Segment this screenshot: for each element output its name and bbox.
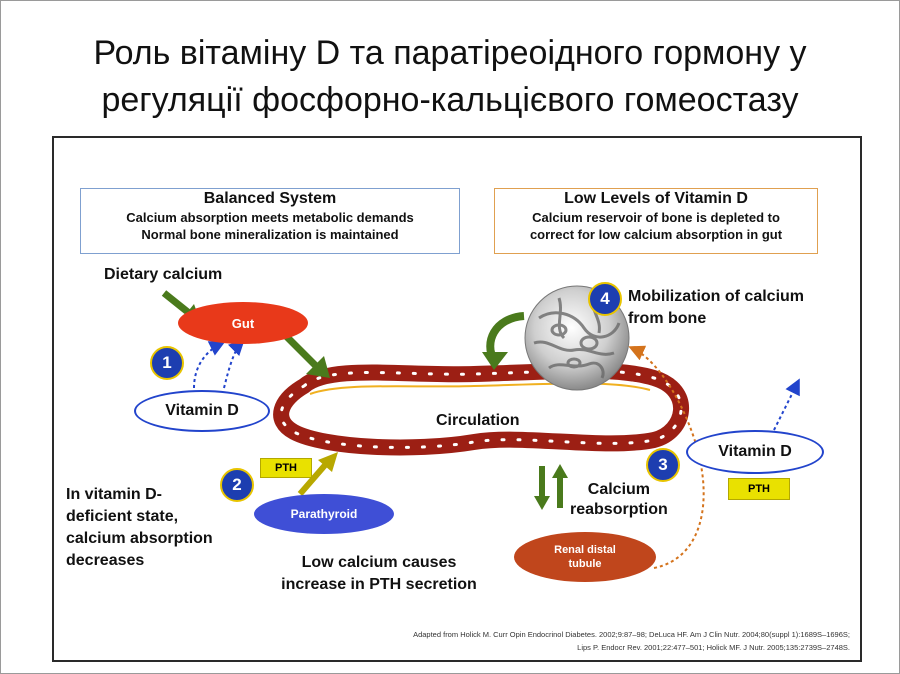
deficient-line-1: In vitamin D-	[66, 486, 163, 503]
bone-return-arrowhead	[482, 352, 508, 370]
parathyroid-label: Parathyroid	[290, 507, 358, 521]
low-vitamin-d-heading: Low Levels of Vitamin D	[564, 190, 748, 207]
slide-title-line-2: регуляції фосфорно-кальцієвого гомеостаз…	[101, 81, 799, 119]
low-vitamin-d-line-2: correct for low calcium absorption in gu…	[529, 227, 783, 242]
balanced-system-line-2: Normal bone mineralization is maintained	[141, 227, 399, 242]
pth-arrowhead	[318, 452, 338, 472]
balanced-system-line-1: Calcium absorption meets metabolic deman…	[126, 210, 414, 225]
circulation-label: Circulation	[436, 412, 520, 429]
step-2-badge: 2	[220, 468, 254, 502]
vitd-to-gut-dotted-1	[193, 341, 226, 389]
step-4-badge: 4	[588, 282, 622, 316]
mobilization-line-2: from bone	[628, 310, 707, 327]
pth-right-label: PTH	[728, 478, 790, 500]
slide-title: Роль вітаміну D та паратіреоідного гормо…	[0, 30, 900, 124]
circulation-ring-glow	[309, 382, 651, 395]
calcium-reabsorption-label: Calcium reabsorption	[570, 480, 668, 520]
low-calcium-label: Low calcium causes increase in PTH secre…	[256, 552, 502, 596]
low-vitamin-d-line-1: Calcium reservoir of bone is depleted to	[532, 210, 780, 225]
slide-title-line-1: Роль вітаміну D та паратіреоідного гормо…	[93, 34, 807, 72]
deficient-line-2: deficient state,	[66, 508, 179, 525]
deficient-line-4: decreases	[66, 552, 145, 569]
dietary-to-gut-arrow	[161, 290, 192, 316]
deficient-state-label: In vitamin D- deficient state, calcium a…	[66, 484, 213, 572]
reabs-up-arrowhead	[552, 464, 568, 478]
vitamin-d-left-ellipse: Vitamin D	[134, 390, 270, 432]
vitamin-d-right-label: Vitamin D	[718, 443, 792, 460]
low-calcium-line-2: increase in PTH secretion	[281, 576, 477, 593]
pth-arrow	[297, 462, 329, 496]
renal-line-2: tubule	[568, 558, 602, 570]
citation-line-1: Adapted from Holick M. Curr Opin Endocri…	[413, 630, 850, 639]
balanced-system-box: Balanced System Calcium absorption meets…	[80, 188, 460, 254]
step-1-badge: 1	[150, 346, 184, 380]
mobilization-label: Mobilization of calcium from bone	[628, 286, 804, 330]
reabs-down-arrowhead	[534, 496, 550, 510]
mobilization-line-1: Mobilization of calcium	[628, 288, 805, 305]
low-vitamin-d-box: Low Levels of Vitamin D Calcium reservoi…	[494, 188, 818, 254]
dietary-calcium-label: Dietary calcium	[104, 266, 223, 283]
diagram-figure: Balanced System Calcium absorption meets…	[52, 136, 862, 662]
low-calcium-line-1: Low calcium causes	[301, 554, 457, 571]
renal-line-1: Renal distal	[554, 544, 616, 556]
gut-ellipse: Gut	[178, 302, 308, 344]
gut-to-circulation-arrowhead	[306, 356, 330, 378]
step-3-badge: 3	[646, 448, 680, 482]
gut-to-circulation-arrow	[283, 333, 319, 369]
reabsorption-line-2: reabsorption	[570, 501, 668, 518]
reabsorption-line-1: Calcium	[587, 481, 651, 498]
vitd-to-gut-dotted-2	[223, 339, 245, 389]
circulation-ring	[273, 362, 690, 456]
pth-left-label: PTH	[260, 458, 312, 478]
balanced-system-heading: Balanced System	[203, 190, 337, 207]
vitamin-d-left-label: Vitamin D	[165, 402, 239, 419]
renal-to-bone-dotted	[628, 345, 705, 569]
vitamin-d-right-ellipse: Vitamin D	[686, 430, 824, 474]
citation-line-2: Lips P. Endocr Rev. 2001;22:477–501; Hol…	[577, 643, 850, 652]
renal-distal-tubule-ellipse: Renal distal tubule	[514, 532, 656, 582]
parathyroid-ellipse: Parathyroid	[254, 494, 394, 534]
deficient-line-3: calcium absorption	[66, 530, 213, 547]
vitd-right-up-dotted	[773, 378, 800, 431]
gut-label: Gut	[231, 315, 255, 331]
